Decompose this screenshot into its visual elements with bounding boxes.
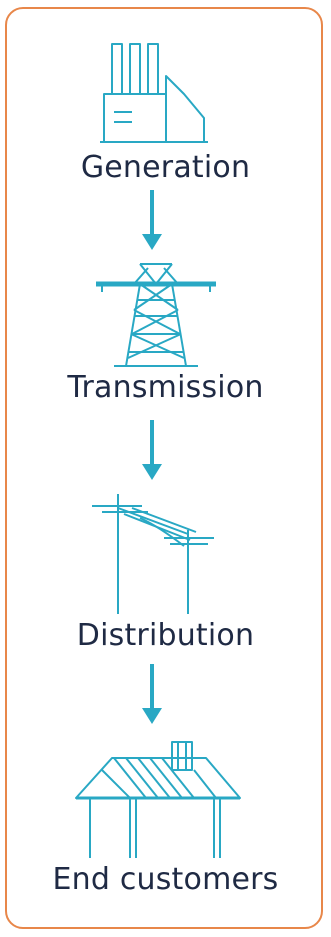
stage-label-transmission: Transmission — [67, 370, 264, 405]
house-icon — [75, 741, 241, 858]
stage-label-generation: Generation — [80, 150, 251, 185]
distribution-pole-icon — [92, 494, 214, 614]
arrow-down-icon — [142, 190, 162, 250]
stage-label-end-customers: End customers — [52, 862, 279, 897]
factory-icon — [100, 43, 208, 143]
transmission-tower-icon — [96, 263, 216, 367]
arrow-down-icon — [142, 664, 162, 724]
arrow-down-icon — [142, 420, 162, 480]
stage-label-distribution: Distribution — [76, 618, 255, 653]
